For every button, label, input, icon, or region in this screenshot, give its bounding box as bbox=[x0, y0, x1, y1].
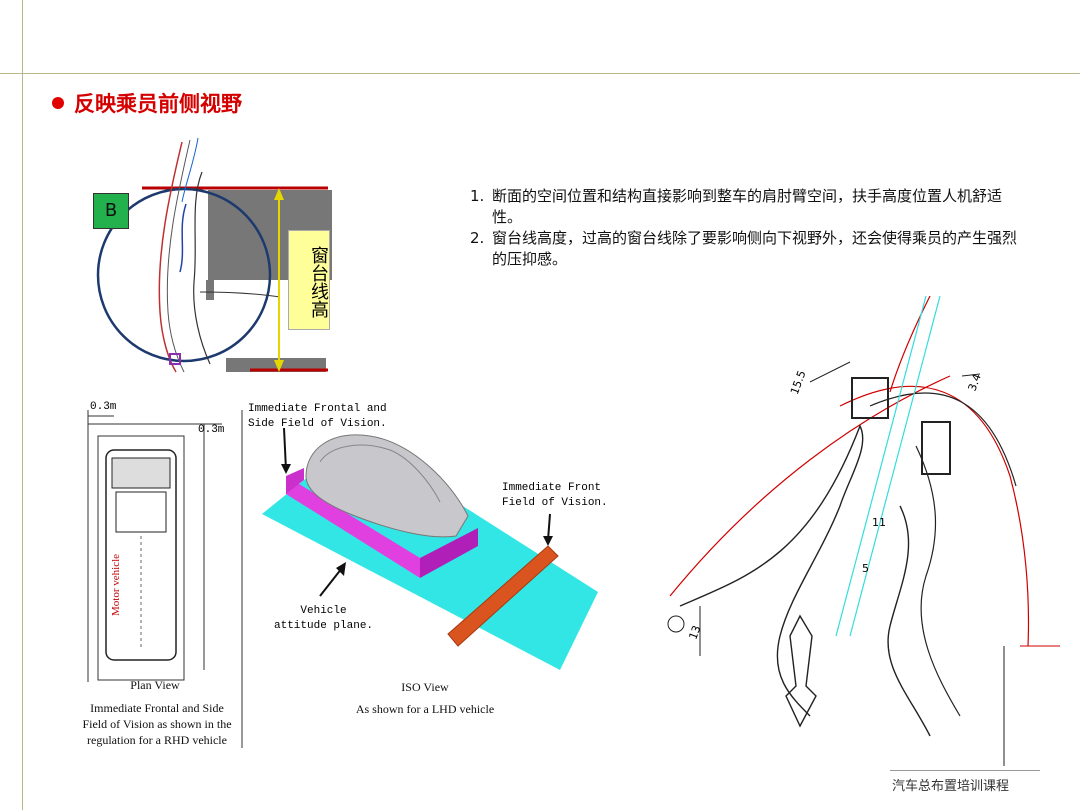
iso-caption-title: ISO View bbox=[401, 680, 449, 694]
b-section-label: B bbox=[93, 193, 129, 229]
front-field-block bbox=[447, 545, 559, 647]
pointer-arrow-icon bbox=[547, 513, 551, 541]
left-rule bbox=[22, 0, 23, 810]
note-number: 2. bbox=[470, 229, 485, 247]
frontal-side-field bbox=[286, 476, 420, 578]
note-text: 窗台线高度，过高的窗台线除了要影响侧向下视野外，还会使得乘员的产生强烈的压抑感。 bbox=[492, 229, 1018, 268]
field-boundary bbox=[97, 435, 185, 681]
note-item: 2. 窗台线高度，过高的窗台线除了要影响侧向下视野外，还会使得乘员的产生强烈的压… bbox=[470, 228, 1030, 270]
note-text: 断面的空间位置和结构直接影响到整车的肩肘臂空间，扶手高度位置人机舒适性。 bbox=[492, 187, 1003, 226]
note-item: 1. 断面的空间位置和结构直接影响到整车的肩肘臂空间，扶手高度位置人机舒适性。 bbox=[470, 186, 1030, 228]
footer-text: 汽车总布置培训课程 bbox=[892, 779, 1010, 794]
plan-caption-title: Plan View bbox=[130, 678, 180, 692]
plan-vehicle-label: Motor vehicle bbox=[110, 554, 122, 617]
notes-list: 1. 断面的空间位置和结构直接影响到整车的肩肘臂空间，扶手高度位置人机舒适性。 … bbox=[470, 186, 1030, 270]
highlight-circle bbox=[96, 187, 272, 363]
pointer-arrow-icon bbox=[283, 427, 287, 471]
plan-caption: Immediate Frontal and Side Field of Visi… bbox=[82, 701, 232, 747]
slide-title-text: 反映乘员前侧视野 bbox=[74, 92, 242, 116]
pointer-arrow-icon bbox=[319, 567, 343, 597]
slide-title: 反映乘员前侧视野 bbox=[52, 88, 242, 118]
iso-label-frontal-side: Immediate Frontal and Side Field of Visi… bbox=[248, 403, 387, 430]
upper-seal bbox=[851, 377, 889, 419]
header-rule bbox=[0, 73, 1080, 74]
iso-label-front: Immediate Front Field of Vision. bbox=[502, 482, 608, 509]
plan-dim-top: 0.3m bbox=[90, 401, 117, 413]
dim-label: 11 bbox=[872, 516, 886, 529]
note-number: 1. bbox=[470, 187, 485, 205]
lower-seal bbox=[921, 421, 951, 475]
iso-caption-sub: As shown for a LHD vehicle bbox=[355, 702, 495, 716]
bullet-dot-icon bbox=[52, 97, 64, 109]
door-seal-section-drawing bbox=[667, 296, 1060, 766]
iso-vehicle bbox=[305, 434, 469, 538]
window-sill-height-label: 窗台线高 bbox=[288, 230, 330, 330]
footer-rule bbox=[890, 770, 1040, 771]
iso-label-plane: Vehicle attitude plane. bbox=[274, 605, 374, 632]
dim-label: 5 bbox=[862, 562, 869, 575]
plan-view-diagram bbox=[87, 410, 243, 748]
iso-view-diagram bbox=[262, 427, 598, 670]
clip-part bbox=[785, 614, 817, 728]
sight-line bbox=[849, 296, 941, 637]
plan-dim-right: 0.3m bbox=[198, 424, 225, 436]
inner-panel bbox=[679, 424, 864, 717]
